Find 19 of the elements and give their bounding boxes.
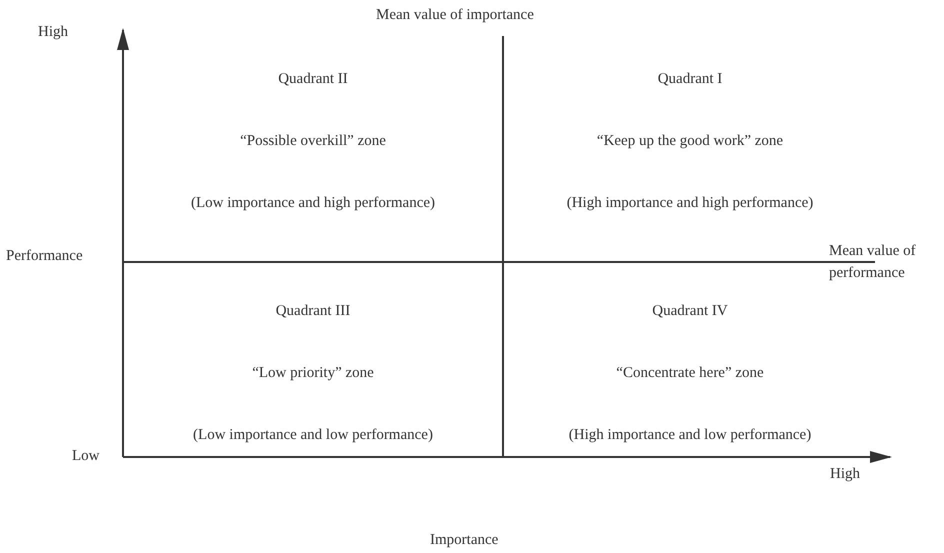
zone-description: (High importance and low performance) (568, 426, 812, 445)
line-label: Mean value of performance (829, 242, 917, 283)
axis-title: Importance (430, 531, 498, 550)
zone-name: “Low priority” zone (251, 364, 375, 383)
axis-end-label: High (38, 23, 68, 42)
zone-name: “Concentrate here” zone (615, 364, 765, 383)
zone-description: (Low importance and low performance) (192, 426, 434, 445)
quadrant-title: Quadrant I (656, 70, 724, 89)
axis-end-label: Low (72, 447, 100, 466)
zone-name: “Possible overkill” zone (239, 132, 387, 151)
axis-title: Performance (6, 247, 83, 266)
zone-description: (Low importance and high performance) (190, 194, 436, 213)
quadrant-title: Quadrant II (277, 70, 349, 89)
quadrant-title: Quadrant III (274, 302, 352, 321)
zone-name: “Keep up the good work” zone (596, 132, 784, 151)
quadrant-title: Quadrant IV (651, 302, 729, 321)
zone-description: (High importance and high performance) (566, 194, 814, 213)
axis-end-label: High (830, 465, 860, 484)
axis-title: Mean value of importance (376, 6, 534, 25)
